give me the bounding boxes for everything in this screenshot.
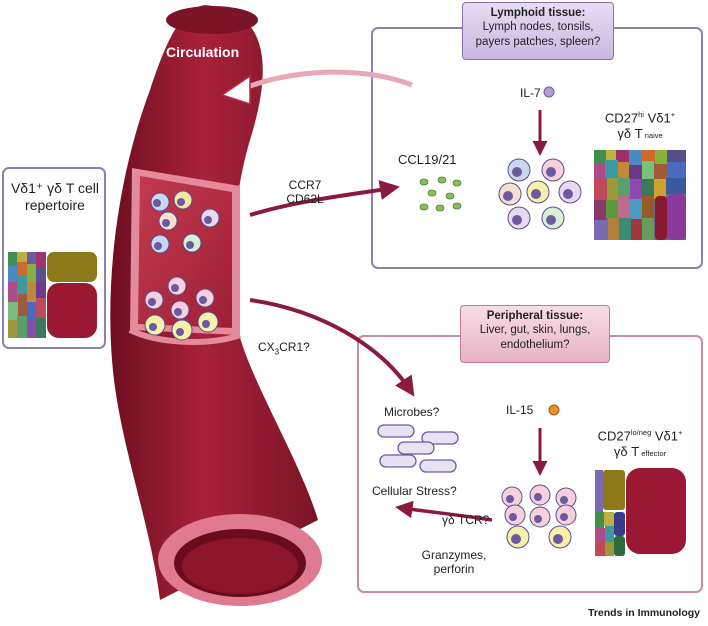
return-arrow <box>220 69 413 106</box>
il15-label: IL-15 <box>506 403 534 417</box>
naive-cell <box>526 180 550 204</box>
naive-cell <box>498 182 522 206</box>
naive-cell <box>541 158 565 182</box>
naive-cell <box>541 206 565 230</box>
effector-cd27-sup: lo/neg <box>630 428 652 437</box>
effector-gdt: γδ T <box>613 443 640 459</box>
cx3cr1-label: CX3CR1? <box>258 340 310 357</box>
peripheral-title: Peripheral tissue: <box>486 310 584 322</box>
lumen-cell <box>150 192 170 212</box>
effector-cell-label: CD27lo/neg Vδ1+ γδ T effector <box>582 428 698 460</box>
lumen-cell <box>144 290 164 310</box>
il15-particle <box>548 404 560 416</box>
microbes-label: Microbes? <box>384 405 440 419</box>
naive-cell-label: CD27hi Vδ1+ γδ T naive <box>592 110 688 142</box>
effector-vd1: Vδ1 <box>651 428 679 444</box>
il7-label: IL-7 <box>520 86 541 100</box>
peripheral-tissue-callout: Peripheral tissue: Liver, gut, skin, lun… <box>460 305 610 363</box>
blood-vessel <box>110 5 322 606</box>
migration-arrow-lymphoid <box>249 180 400 217</box>
lumen-cell <box>197 311 219 333</box>
lumen-cell <box>144 314 166 336</box>
effector-arrow <box>395 500 493 522</box>
naive-cd27-sup: hi <box>638 110 644 119</box>
lymphoid-line2: payers patches, spleen? <box>475 35 601 48</box>
naive-cell <box>507 158 531 182</box>
effector-cd27: CD27 <box>597 428 631 444</box>
microbes-group <box>377 424 459 473</box>
effector-cell <box>501 486 523 508</box>
granzymes-line1: Granzymes, <box>421 548 487 562</box>
effector-plus: + <box>678 428 683 437</box>
naive-plus: + <box>670 110 676 119</box>
effector-cell <box>529 484 551 506</box>
cx3cr1-main: CX <box>258 340 275 354</box>
ccr7-line2: CD62L <box>286 192 324 207</box>
lumen-cell <box>200 208 220 228</box>
lymphoid-line1: Lymph nodes, tonsils, <box>482 21 594 34</box>
granzymes-label: Granzymes, perforin <box>416 548 492 577</box>
il7-particle <box>543 86 555 98</box>
ccr7-label: CCR7 CD62L <box>280 178 330 207</box>
naive-treemap <box>594 150 686 240</box>
circulation-label: Circulation <box>166 44 240 60</box>
lumen-cell <box>182 233 202 253</box>
naive-cell-cluster <box>498 158 582 230</box>
lumen-cell <box>171 319 193 341</box>
lymphoid-tissue-callout: Lymphoid tissue: Lymph nodes, tonsils, p… <box>462 2 614 60</box>
lumen-cell <box>158 211 178 231</box>
lumen-cell <box>170 300 190 320</box>
naive-gdt: γδ T <box>617 125 643 141</box>
lumen-cells <box>144 190 220 341</box>
repertoire-line2: repertoire <box>25 196 85 213</box>
naive-cell <box>558 180 582 204</box>
cx3cr1-sub: 3 <box>274 347 280 357</box>
lumen-cell <box>173 190 193 210</box>
granzymes-line2: perforin <box>433 562 475 577</box>
chemokine-dots <box>419 176 462 212</box>
lumen-cell <box>195 288 215 308</box>
effector-cell <box>529 506 551 528</box>
ccr7-line1: CCR7 <box>288 178 322 192</box>
naive-cd27: CD27 <box>604 110 639 126</box>
cx3cr1-rest: CR1? <box>279 340 310 354</box>
cellular-stress-label: Cellular Stress? <box>372 484 457 498</box>
migration-arrow-peripheral <box>249 298 415 397</box>
peripheral-line1: Liver, gut, skin, lungs, <box>479 324 591 337</box>
peripheral-line2: endothelium? <box>500 338 570 351</box>
naive-vd1: Vδ1 <box>643 110 671 126</box>
effector-cell-cluster <box>501 484 577 549</box>
journal-label: Trends in Immunology <box>588 607 701 619</box>
effector-sub: effector <box>639 448 667 458</box>
lymphoid-title: Lymphoid tissue: <box>490 7 586 19</box>
effector-treemap <box>595 468 686 556</box>
repertoire-line1: Vδ1⁺ γδ T cell <box>10 180 100 196</box>
effector-cell <box>548 525 572 549</box>
gd-tcr-label: γδ TCR? <box>442 513 490 527</box>
effector-cell <box>506 525 530 549</box>
chemokine-label: CCL19/21 <box>398 152 457 167</box>
repertoire-treemap <box>8 252 97 338</box>
naive-sub: naive <box>642 130 663 140</box>
effector-cell <box>555 487 577 509</box>
effector-cell <box>504 504 526 526</box>
lumen-cell <box>150 234 170 254</box>
lumen-cell <box>167 276 187 296</box>
repertoire-label: Vδ1⁺ γδ T cell repertoire <box>8 180 102 214</box>
effector-cell <box>555 504 577 526</box>
naive-cell <box>507 206 531 230</box>
